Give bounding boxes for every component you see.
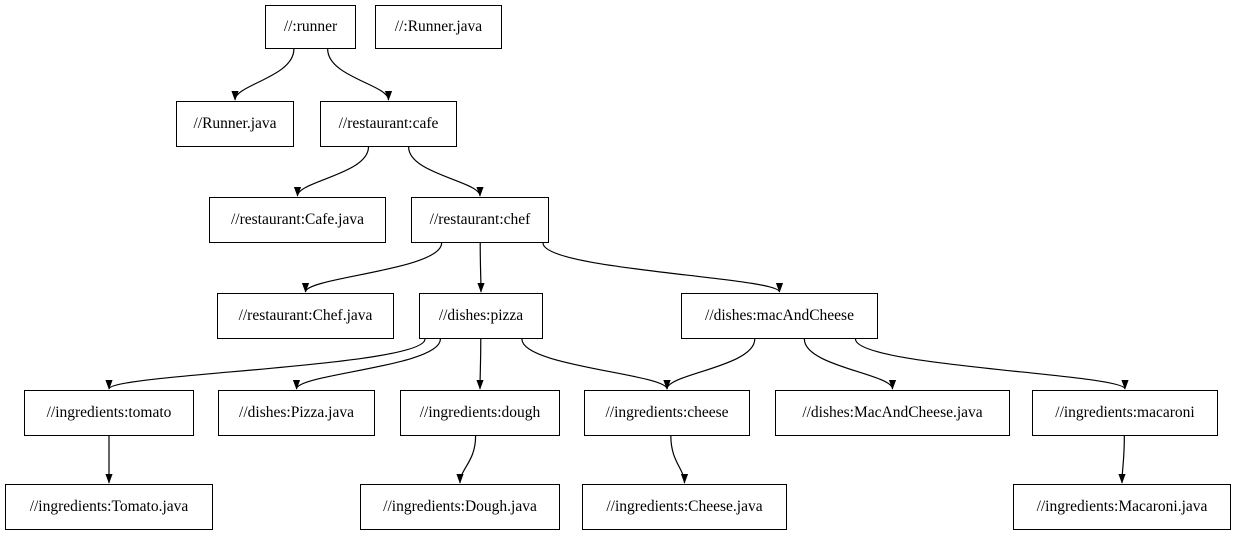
graph-node-label: //restaurant:Cafe.java bbox=[231, 211, 364, 229]
graph-node-restaurant_chef[interactable]: //restaurant:chef bbox=[411, 197, 549, 243]
graph-node-label: //dishes:MacAndCheese.java bbox=[802, 404, 983, 422]
graph-node-ingredients_tomato[interactable]: //ingredients:tomato bbox=[24, 390, 194, 436]
graph-node-label: //ingredients:Macaroni.java bbox=[1036, 498, 1208, 516]
graph-node-label: //dishes:macAndCheese bbox=[705, 307, 854, 325]
graph-node-dishes_macandcheese[interactable]: //dishes:macAndCheese bbox=[681, 293, 878, 339]
graph-node-runner[interactable]: //:runner bbox=[265, 5, 356, 49]
graph-node-dough_java[interactable]: //ingredients:Dough.java bbox=[360, 484, 560, 530]
graph-node-dishes_mac_java[interactable]: //dishes:MacAndCheese.java bbox=[775, 390, 1010, 436]
graph-node-label: //ingredients:Tomato.java bbox=[29, 498, 189, 516]
graph-node-ingredients_cheese[interactable]: //ingredients:cheese bbox=[584, 390, 750, 436]
graph-node-restaurant_chef_java[interactable]: //restaurant:Chef.java bbox=[217, 293, 394, 339]
graph-node-label: //ingredients:macaroni bbox=[1055, 404, 1195, 422]
graph-node-macaroni_java[interactable]: //ingredients:Macaroni.java bbox=[1013, 484, 1231, 530]
graph-node-runner_java[interactable]: //Runner.java bbox=[176, 101, 294, 147]
graph-node-label: //Runner.java bbox=[193, 115, 277, 133]
graph-node-ingredients_dough[interactable]: //ingredients:dough bbox=[400, 390, 560, 436]
graph-node-label: //ingredients:dough bbox=[419, 404, 541, 422]
graph-node-label: //restaurant:cafe bbox=[338, 115, 439, 133]
graph-node-label: //ingredients:cheese bbox=[605, 404, 729, 422]
graph-node-label: //ingredients:tomato bbox=[46, 404, 172, 422]
graph-node-label: //:runner bbox=[283, 18, 338, 36]
graph-node-label: //ingredients:Cheese.java bbox=[606, 498, 763, 516]
graph-node-dishes_pizza_java[interactable]: //dishes:Pizza.java bbox=[218, 390, 375, 436]
graph-node-label: //:Runner.java bbox=[394, 18, 483, 36]
graph-node-label: //ingredients:Dough.java bbox=[383, 498, 537, 516]
graph-node-tomato_java[interactable]: //ingredients:Tomato.java bbox=[5, 484, 213, 530]
graph-node-root_runner_java[interactable]: //:Runner.java bbox=[375, 5, 502, 49]
graph-node-ingredients_macaroni[interactable]: //ingredients:macaroni bbox=[1032, 390, 1218, 436]
graph-node-label: //restaurant:chef bbox=[429, 211, 531, 229]
graph-node-dishes_pizza[interactable]: //dishes:pizza bbox=[419, 293, 543, 339]
graph-node-label: //restaurant:Chef.java bbox=[238, 307, 373, 325]
graph-node-restaurant_cafe_java[interactable]: //restaurant:Cafe.java bbox=[209, 197, 386, 243]
graph-node-restaurant_cafe[interactable]: //restaurant:cafe bbox=[320, 101, 457, 147]
graph-node-label: //dishes:Pizza.java bbox=[239, 404, 354, 422]
graph-node-cheese_java[interactable]: //ingredients:Cheese.java bbox=[582, 484, 787, 530]
graph-node-label: //dishes:pizza bbox=[438, 307, 524, 325]
